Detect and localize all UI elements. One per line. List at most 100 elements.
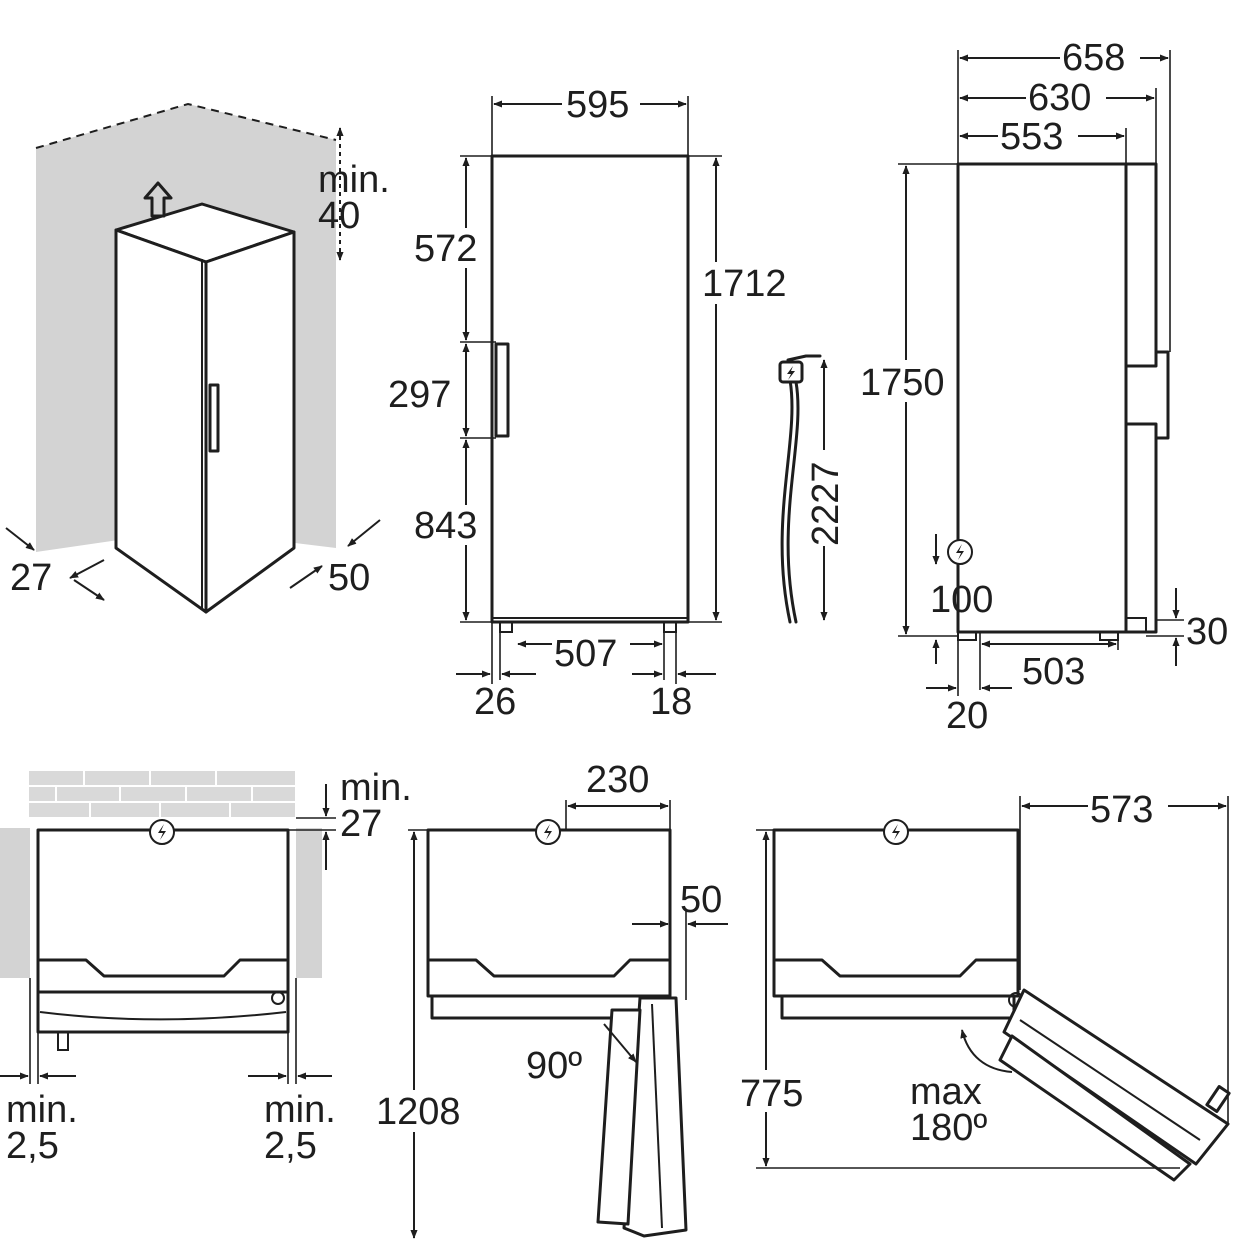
rear-clearance-value: 27	[340, 803, 382, 845]
side-right-min: min.	[264, 1089, 336, 1131]
fridge-front	[114, 228, 208, 614]
right-gap-value: 50	[328, 557, 370, 599]
angle-arrow-90	[603, 1023, 637, 1063]
depth-open-180-value: 775	[740, 1073, 803, 1115]
label-bg	[998, 116, 1078, 156]
fridge-side	[204, 230, 296, 614]
power-cord	[780, 354, 822, 624]
door-inner-180	[998, 1034, 1192, 1182]
label-bg	[1060, 36, 1140, 76]
hinge-pin	[271, 991, 285, 1005]
door-inner-90	[596, 1008, 642, 1226]
fridge-lower-band	[780, 994, 1016, 1020]
wall-top-edge	[35, 102, 337, 149]
door-handle-180	[1205, 1085, 1231, 1113]
handle-side	[1124, 350, 1170, 440]
door-edge-180	[1019, 1019, 1201, 1141]
left-gap-arrow-c	[73, 579, 105, 601]
side-left-min: min.	[6, 1089, 78, 1131]
handle-icon	[208, 383, 220, 453]
handle-front	[494, 342, 510, 438]
angle-max: max	[910, 1071, 982, 1113]
top-clearance-value: 40	[318, 195, 360, 237]
top-view-wall-clearance: min. 27 min. 2,5 min. 2,5	[0, 767, 412, 1167]
depth-630-value: 630	[1028, 77, 1091, 119]
socket-height-value: 100	[930, 579, 993, 621]
right-gap-arrow-a	[347, 519, 381, 547]
side-offset-value: 50	[680, 879, 722, 921]
label-bg	[700, 262, 796, 304]
feet-span-value: 507	[554, 633, 617, 675]
brick-wall	[27, 769, 297, 819]
right-offset-value: 18	[650, 681, 692, 723]
angle-value: 90º	[526, 1045, 582, 1087]
door-reach-value: 573	[1090, 789, 1153, 831]
fridge-top-body	[426, 828, 672, 998]
angle-value-180: 180º	[910, 1107, 987, 1149]
power-cord-view: 2227	[778, 354, 847, 624]
door-top	[36, 990, 290, 1034]
width-value: 595	[566, 84, 629, 126]
left-offset-value: 26	[474, 681, 516, 723]
foot-left	[499, 621, 513, 633]
corner-installation-view: min. 40 27 50	[5, 102, 390, 614]
fridge-top-body	[36, 828, 290, 994]
upper-section-value: 572	[414, 228, 477, 270]
depth-open-value: 1208	[376, 1091, 461, 1133]
label-bg	[738, 1070, 812, 1112]
side-right-value: 2,5	[264, 1125, 317, 1167]
power-cord-inner	[786, 380, 800, 624]
label-bg	[1088, 788, 1168, 828]
handle-section-value: 297	[388, 374, 451, 416]
label-bg	[412, 228, 486, 268]
left-gap-value: 27	[10, 557, 52, 599]
socket-icon	[883, 819, 909, 845]
label-bg	[552, 632, 630, 672]
left-gap-arrow-b	[69, 559, 105, 579]
shelf-contour	[428, 958, 670, 978]
depth-658-value: 658	[1062, 37, 1125, 79]
cord-length-value: 2227	[805, 461, 847, 546]
top-view-door-90: 230 50 1208 90º	[374, 759, 728, 1239]
up-arrow-icon	[143, 181, 173, 218]
label-bg	[804, 450, 846, 546]
overall-height-value: 1750	[860, 362, 945, 404]
foot-depth-value: 503	[1022, 651, 1085, 693]
fridge-front-body	[490, 154, 690, 624]
label-bg	[412, 505, 486, 545]
label-bg	[374, 1090, 470, 1132]
door-edge-90	[651, 1003, 663, 1229]
shelf-contour	[774, 958, 1018, 978]
foot-height-value: 30	[1186, 611, 1228, 653]
foot-right	[663, 621, 677, 633]
plug-bolt-icon	[787, 366, 795, 380]
side-view: 658 630 553 1750 100 30 503 20	[858, 36, 1228, 737]
front-view: 595 1712 572 297 843 507 26	[386, 82, 796, 723]
right-gap-arrow-b	[289, 565, 323, 589]
side-cabinet-right	[296, 828, 322, 978]
depth-553-value: 553	[1000, 116, 1063, 158]
door-curve	[39, 1011, 287, 1021]
rear-offset-value: 20	[946, 695, 988, 737]
label-bg	[858, 360, 954, 402]
top-clearance-min: min.	[318, 159, 390, 201]
socket-icon	[947, 539, 973, 565]
angle-arc-180	[960, 1029, 1013, 1073]
top-view-door-180: 573 775 max 180º	[738, 788, 1231, 1182]
rear-clearance-min: min.	[340, 767, 412, 809]
foot-front	[1099, 631, 1119, 641]
socket-icon	[149, 819, 175, 845]
label-bg	[1026, 78, 1106, 118]
door-gasket	[1125, 617, 1147, 633]
label-bg	[562, 82, 640, 122]
shelf-contour	[38, 958, 288, 978]
side-cabinet-left	[0, 828, 30, 978]
height-value: 1712	[702, 263, 787, 305]
hinge-offset-value: 230	[586, 759, 649, 801]
hinge-foot	[57, 1031, 69, 1051]
socket-icon	[535, 819, 561, 845]
left-gap-arrow-a	[5, 527, 35, 551]
label-bg	[386, 374, 460, 414]
lower-section-value: 843	[414, 505, 477, 547]
